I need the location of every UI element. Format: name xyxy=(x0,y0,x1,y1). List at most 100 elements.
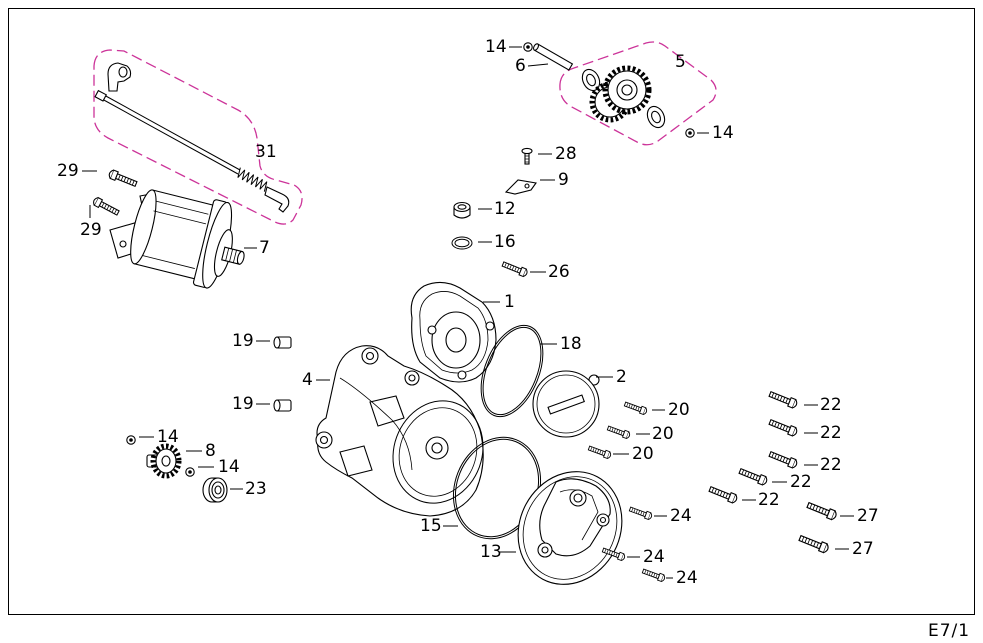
o-ring-outer xyxy=(451,236,473,250)
callout-number: 22 xyxy=(820,455,842,475)
large-gear-teeth xyxy=(602,65,652,115)
callout-number: 22 xyxy=(790,472,812,492)
callout-number: 14 xyxy=(218,457,240,477)
bolt xyxy=(797,533,831,555)
o-ring-outer xyxy=(480,324,544,418)
bolt xyxy=(107,168,139,189)
motor-body-lines xyxy=(142,200,209,269)
callout-number: 20 xyxy=(632,444,654,464)
cover-rim xyxy=(419,291,489,374)
cable-terminal xyxy=(94,89,108,102)
gear-teeth xyxy=(150,443,182,479)
housing-rib-lower xyxy=(339,445,373,477)
cable-spring xyxy=(237,167,268,192)
large-gear-bore xyxy=(621,84,633,96)
callout-number: 14 xyxy=(712,123,734,143)
washer xyxy=(523,42,533,52)
callout-number: 24 xyxy=(676,568,698,588)
callout-number: 16 xyxy=(494,232,516,252)
gear-bore xyxy=(161,455,171,467)
bolt xyxy=(767,449,799,470)
callout-number: 9 xyxy=(558,170,569,190)
callout-number: 27 xyxy=(852,539,874,559)
callout-number: 23 xyxy=(245,479,267,499)
cover-round xyxy=(532,370,600,438)
callout-number: 14 xyxy=(157,427,179,447)
o-ring-inner xyxy=(482,326,542,416)
housing-ear-hole xyxy=(365,351,375,361)
bracket-plate xyxy=(504,179,537,195)
callout-number: 22 xyxy=(820,423,842,443)
callout-number: 7 xyxy=(259,238,270,258)
washer xyxy=(685,128,695,138)
callout-number: 8 xyxy=(205,441,216,461)
housing-rib-upper xyxy=(369,395,405,427)
shaft-splines xyxy=(225,248,241,264)
callout-number: 20 xyxy=(652,424,674,444)
callout-number: 24 xyxy=(643,547,665,567)
callout-labels: 14 6 5 14 31 28 9 29 29 12 7 16 26 1 19 … xyxy=(57,37,879,588)
bolt xyxy=(91,195,121,218)
dowel-end xyxy=(273,336,281,349)
pin xyxy=(532,43,574,71)
cover-bolt-hole xyxy=(573,493,583,503)
cover-slot xyxy=(547,394,585,415)
callout-number: 18 xyxy=(560,334,582,354)
pin-body xyxy=(533,43,574,71)
callout-number: 19 xyxy=(232,331,254,351)
shaft-end xyxy=(236,250,245,265)
washer xyxy=(185,467,195,477)
housing-hub-bore xyxy=(431,442,443,454)
ball-bearing xyxy=(202,477,228,503)
bearing-left-bore xyxy=(586,73,596,87)
cover-lower xyxy=(517,471,623,585)
callout-number: 31 xyxy=(255,142,277,162)
housing-boss-hole xyxy=(408,374,416,382)
leader-line xyxy=(527,63,549,67)
bolt xyxy=(805,500,839,522)
bolt xyxy=(587,444,613,460)
callout-number: 29 xyxy=(80,220,102,240)
callout-number: 27 xyxy=(857,506,879,526)
motor-rear-end xyxy=(130,189,157,265)
cover-upper xyxy=(410,281,497,383)
bearing-right-bore xyxy=(651,110,661,124)
cover-bolt-hole xyxy=(427,325,437,335)
bolt xyxy=(737,466,769,487)
elbow-fitting xyxy=(107,62,132,92)
callout-number: 29 xyxy=(57,161,79,181)
callout-number: 5 xyxy=(675,52,686,72)
bolt xyxy=(500,259,529,278)
dowel-pin xyxy=(273,399,292,412)
callout-number: 12 xyxy=(494,199,516,219)
housing-bore-rim xyxy=(392,400,484,504)
bolt xyxy=(623,400,649,416)
callout-number: 28 xyxy=(555,144,577,164)
cover-bolt-hole xyxy=(485,321,495,331)
callout-number: 19 xyxy=(232,394,254,414)
pin-end xyxy=(532,43,540,51)
dowel-end xyxy=(273,399,281,412)
cover-face xyxy=(536,374,596,434)
o-ring-upper xyxy=(480,324,544,418)
screw xyxy=(521,147,533,165)
callout-number: 22 xyxy=(758,490,780,510)
bearing-bore xyxy=(214,485,222,495)
bolt xyxy=(606,424,632,440)
bolt xyxy=(707,484,739,505)
bracket xyxy=(504,179,537,195)
starter-motor xyxy=(109,189,245,289)
motor-housing xyxy=(130,189,245,289)
drive-gear xyxy=(146,443,182,479)
drawing-frame xyxy=(8,8,975,615)
cover-rim xyxy=(522,476,618,580)
gear-assembly xyxy=(559,41,717,146)
bolt xyxy=(628,505,654,521)
dowel-pin xyxy=(273,336,292,349)
screw-head xyxy=(521,147,533,155)
callout-number: 15 xyxy=(420,516,442,536)
bolt xyxy=(641,567,667,583)
housing-ear-hole xyxy=(319,435,329,445)
cable-assembly xyxy=(93,49,303,225)
